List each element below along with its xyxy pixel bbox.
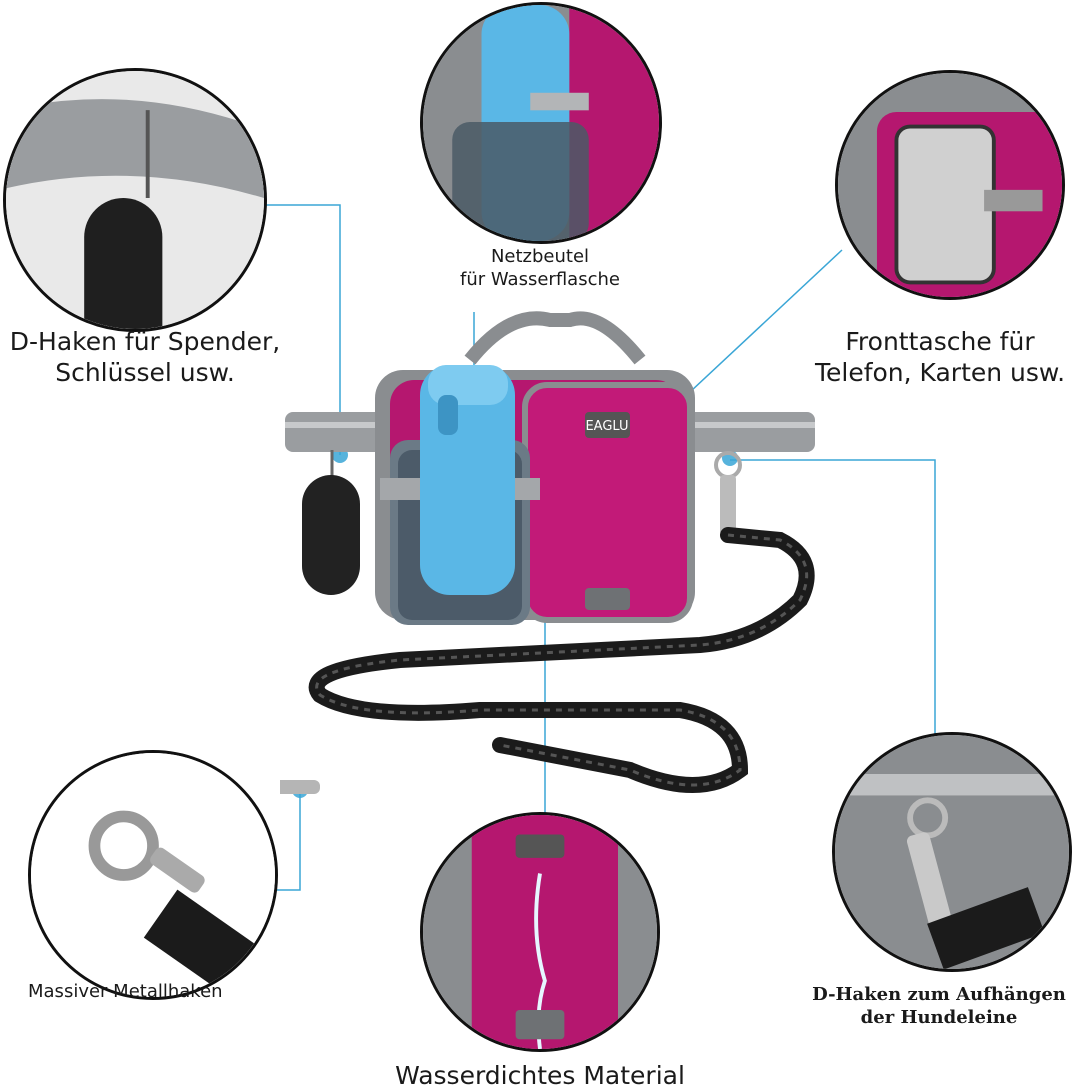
label-front-line1: Fronttasche für (845, 327, 1035, 356)
label-fronttasche: Fronttasche für Telefon, Karten usw. (800, 326, 1080, 389)
label-dhaken-line1: D-Haken für Spender, (9, 327, 281, 356)
detail-circle-hook (28, 750, 278, 1000)
detail-circle-waterproof (420, 812, 660, 1052)
phone-icon (894, 124, 996, 285)
label-hunde-line2: der Hundeleine (860, 1006, 1018, 1028)
detail-circle-bottle (420, 2, 662, 244)
label-hunde-line1: D-Haken zum Aufhängen (812, 984, 1066, 1005)
water-bottle-icon (420, 365, 515, 595)
metal-hook-icon (88, 810, 159, 881)
label-netz-line2: für Wasserflasche (460, 268, 620, 290)
label-wasserdicht: Wasserdichtes Material (395, 1061, 685, 1090)
label-netzbeutel: Netzbeutel für Wasserflasche (440, 246, 640, 291)
detail-circle-phone (835, 70, 1065, 300)
detail-circle-dispenser (3, 68, 267, 332)
poop-bag-dispenser-icon (302, 450, 360, 595)
d-ring-icon (714, 451, 742, 535)
detail-circle-dring (832, 732, 1072, 972)
label-metallhaken: Massiver Metallhaken (28, 981, 223, 1002)
label-dhaken-hundeleine: D-Haken zum Aufhängen der Hundeleine (798, 984, 1080, 1029)
poop-bag-dispenser-icon (84, 198, 163, 329)
label-netz-line1: Netzbeutel (490, 246, 590, 267)
logo-patch: EAGLU (585, 419, 628, 434)
main-product-image: EAGLU (280, 311, 815, 794)
metal-hook-icon (280, 780, 320, 794)
label-dhaken-spender: D-Haken für Spender, Schlüssel usw. (0, 326, 290, 389)
label-front-line2: Telefon, Karten usw. (814, 358, 1066, 388)
label-dhaken-line2: Schlüssel usw. (55, 358, 235, 388)
